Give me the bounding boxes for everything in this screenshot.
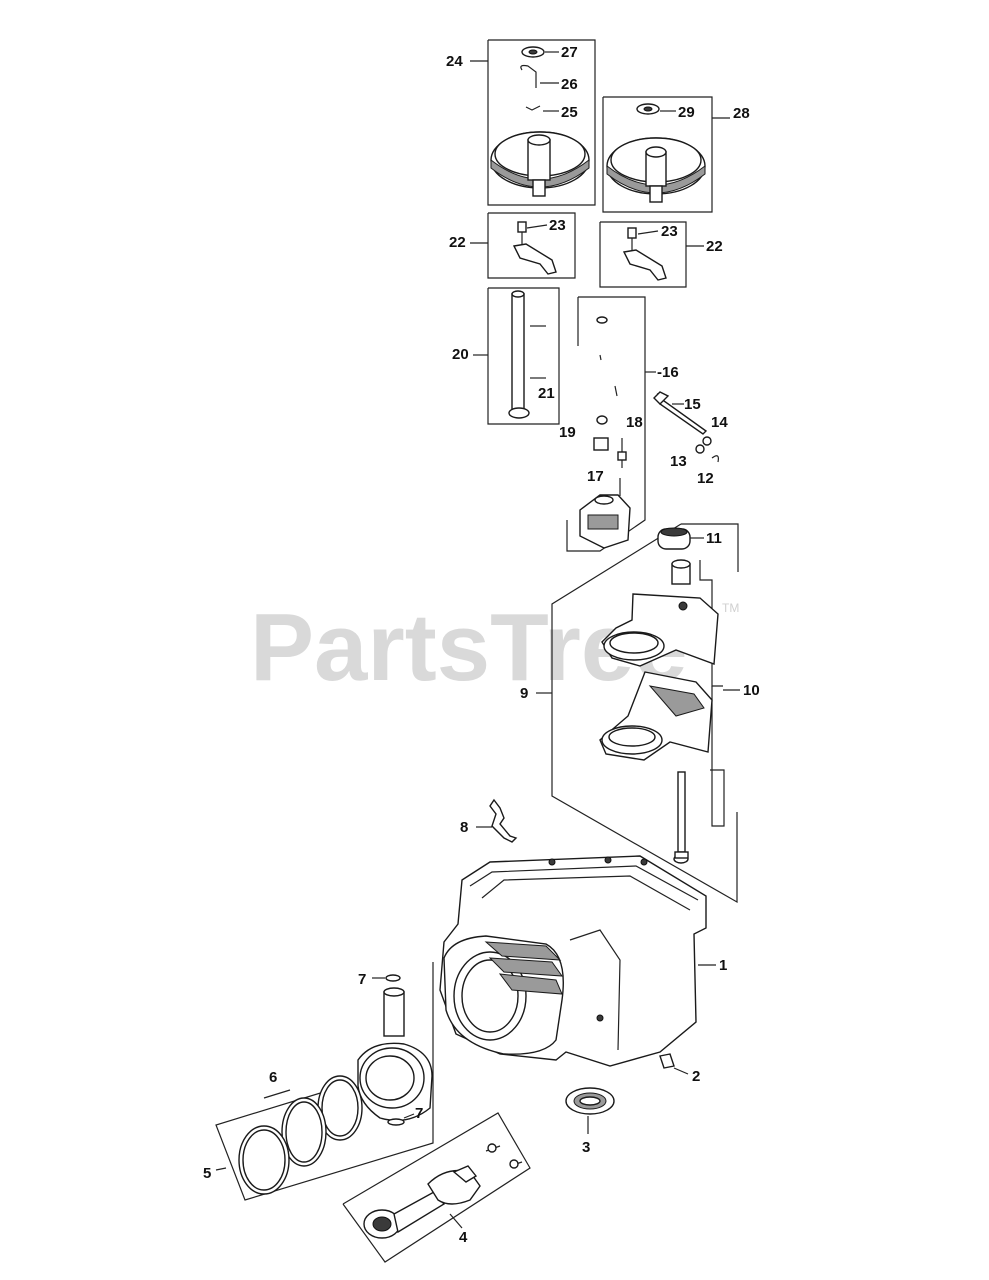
callout-13: 13 (670, 453, 687, 470)
wrist-pin-clip-7-top[interactable] (372, 974, 401, 982)
oil-seal-3[interactable] (565, 1087, 615, 1134)
callout-2: 2 (692, 1068, 700, 1085)
oil-pump-assembly-16[interactable] (566, 296, 656, 552)
callout-15: 15 (684, 396, 701, 413)
callout-29: 29 (678, 104, 695, 121)
callout-5: 5 (203, 1165, 211, 1182)
camshaft-assembly-24[interactable] (470, 39, 596, 206)
callout-24: 24 (446, 53, 463, 70)
callout-16: -16 (657, 364, 679, 381)
piston-rings-6[interactable] (281, 1075, 363, 1167)
bushing[interactable] (671, 559, 691, 585)
callout-22-left: 22 (449, 234, 466, 251)
camshaft-assembly-28[interactable] (602, 96, 730, 213)
connecting-rod-4[interactable] (363, 1143, 523, 1239)
callout-19: 19 (559, 424, 576, 441)
watermark-trademark: TM (722, 601, 739, 615)
wrist-pin[interactable] (383, 987, 405, 1037)
callout-7-bottom: 7 (415, 1105, 423, 1122)
callout-23-left: 23 (549, 217, 566, 234)
governor-lever-15[interactable] (653, 391, 708, 435)
spacer-11[interactable] (657, 527, 704, 550)
baffle-group-frame (536, 523, 740, 904)
crankcase-1[interactable] (439, 855, 716, 1067)
callout-12: 12 (697, 470, 714, 487)
washer-14[interactable] (702, 436, 712, 446)
tappet-assembly-22-left[interactable] (470, 212, 576, 279)
callout-21: 21 (538, 385, 555, 402)
callout-18: 18 (626, 414, 643, 431)
callout-14: 14 (711, 414, 728, 431)
cylinder-baffle-lower[interactable] (599, 671, 713, 761)
cylinder-baffle-upper[interactable] (601, 593, 719, 667)
callout-8: 8 (460, 819, 468, 836)
bracket-8[interactable] (476, 798, 518, 843)
callout-11: 11 (706, 530, 722, 547)
callout-26: 26 (561, 76, 578, 93)
callout-25: 25 (561, 104, 578, 121)
piston-group-frame (215, 962, 434, 1201)
callout-22-right: 22 (706, 238, 723, 255)
shaft-assembly-20[interactable] (473, 287, 560, 425)
callout-27: 27 (561, 44, 578, 61)
callout-20: 20 (452, 346, 469, 363)
piston-ring-5[interactable] (238, 1125, 290, 1195)
callout-6: 6 (269, 1069, 277, 1086)
wrist-pin-clip-7-bottom[interactable] (387, 1113, 415, 1126)
washer-13[interactable] (695, 444, 705, 454)
callout-17: 17 (587, 468, 604, 485)
connecting-rod-frame (342, 1112, 531, 1263)
callout-23-right: 23 (661, 223, 678, 240)
callout-28: 28 (733, 105, 750, 122)
callout-4: 4 (459, 1229, 468, 1246)
callout-10: 10 (743, 682, 760, 699)
callout-7-top: 7 (358, 971, 366, 988)
clip-12[interactable] (711, 455, 719, 463)
tappet-assembly-22-right[interactable] (599, 221, 704, 288)
plug-2[interactable] (659, 1053, 689, 1075)
head-bolt[interactable] (673, 771, 689, 864)
piston[interactable] (357, 1042, 433, 1122)
callout-9: 9 (520, 685, 528, 702)
callout-1: 1 (719, 957, 727, 974)
callout-3: 3 (582, 1139, 590, 1156)
